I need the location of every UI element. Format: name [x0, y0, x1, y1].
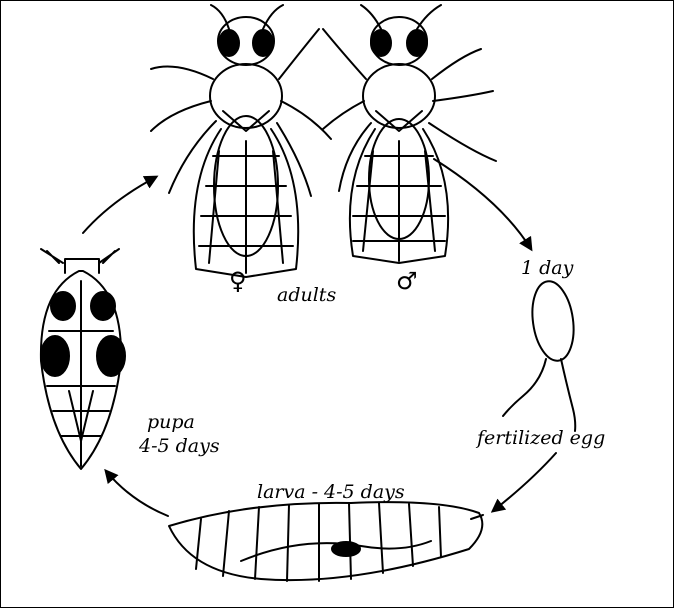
- female-symbol: ♀: [229, 269, 247, 294]
- pupa-days-label: 4-5 days: [139, 437, 220, 457]
- one-day-label: 1 day: [521, 259, 573, 279]
- arrow-egg-to-larva: [493, 453, 556, 511]
- pupa-label: pupa: [147, 413, 195, 433]
- adults-label: adults: [277, 286, 336, 306]
- egg-illustration: [503, 279, 578, 431]
- arrow-larva-to-pupa: [106, 471, 168, 516]
- male-fly-illustration: [323, 5, 496, 263]
- larva-illustration: [169, 502, 483, 581]
- pupa-illustration: [41, 249, 125, 469]
- larva-label: larva - 4-5 days: [257, 483, 405, 503]
- female-fly-illustration: [151, 5, 331, 277]
- arrow-pupa-to-adults: [83, 177, 156, 233]
- fertilized-egg-label: fertilized egg: [477, 429, 605, 449]
- male-symbol: ♂: [396, 269, 418, 294]
